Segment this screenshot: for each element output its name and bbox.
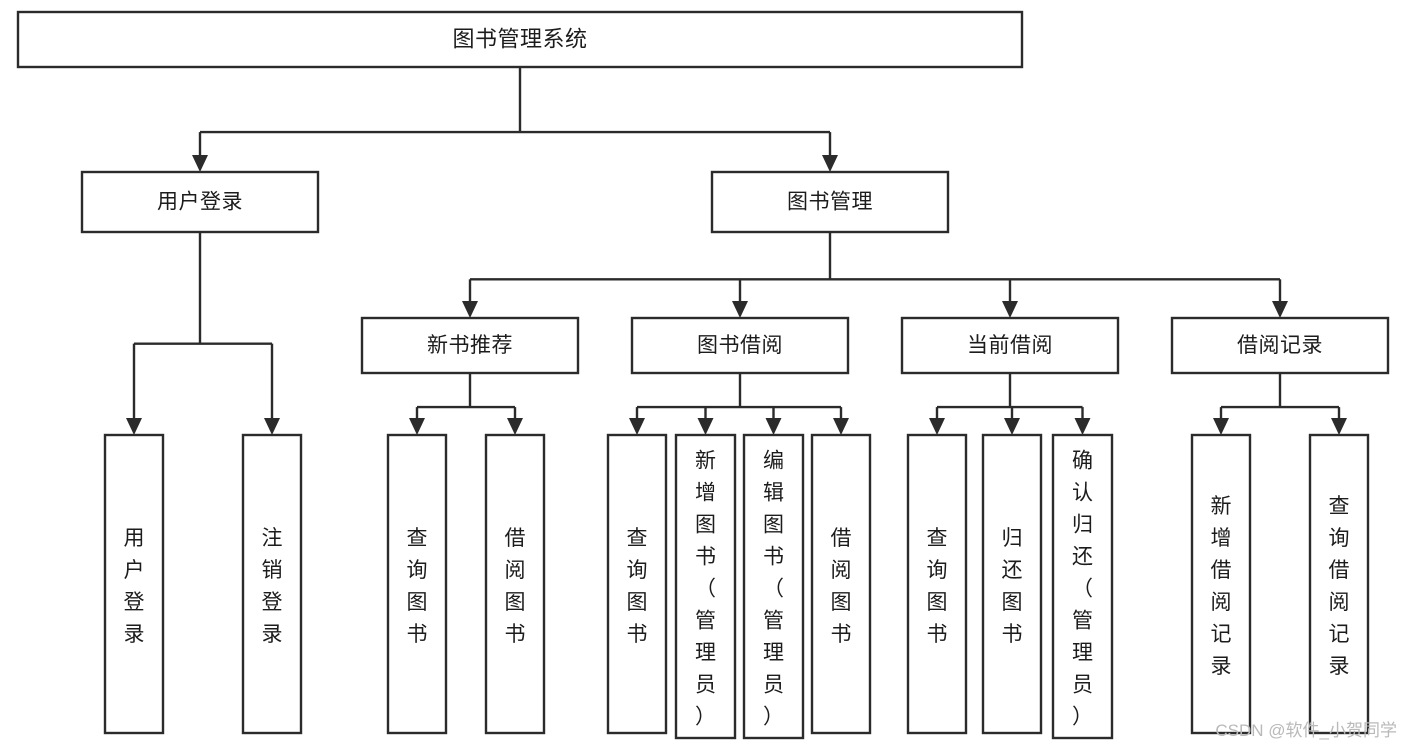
node-box-leaf-confirm-return: [1051, 433, 1114, 740]
node-new-book-rec[interactable]: 新书推荐: [360, 316, 580, 375]
node-box-leaf-query-book-1: [386, 433, 448, 735]
node-leaf-query-book-3[interactable]: 查询图书: [906, 433, 968, 735]
node-leaf-logout[interactable]: 注销登录: [241, 433, 303, 735]
edge-from-user-login: [126, 232, 280, 435]
node-box-leaf-edit-book: [742, 433, 805, 740]
node-box-new-book-rec: [360, 316, 580, 375]
node-label-leaf-user-login: 用户登录: [124, 527, 145, 646]
node-label-user-login: 用户登录: [157, 191, 243, 214]
edge-from-current-borrow: [929, 373, 1091, 435]
edge-from-book-borrow: [629, 373, 849, 435]
node-label-borrow-record: 借阅记录: [1237, 334, 1323, 357]
node-box-leaf-query-book-2: [606, 433, 668, 735]
arrow-head-icon: [822, 155, 838, 172]
node-leaf-query-record[interactable]: 查询借阅记录: [1308, 433, 1370, 735]
edge-from-root: [192, 67, 838, 172]
arrow-head-icon: [1213, 418, 1229, 435]
node-box-leaf-borrow-book-1: [484, 433, 546, 735]
node-book-borrow[interactable]: 图书借阅: [630, 316, 850, 375]
node-book-manage[interactable]: 图书管理: [710, 170, 950, 234]
arrow-head-icon: [732, 301, 748, 318]
arrow-head-icon: [462, 301, 478, 318]
node-box-leaf-borrow-book-2: [810, 433, 872, 735]
edge-from-borrow-record: [1213, 373, 1347, 435]
arrow-head-icon: [192, 155, 208, 172]
node-label-leaf-borrow-book-1: 借阅图书: [505, 527, 526, 646]
node-box-leaf-return-book: [981, 433, 1043, 735]
arrow-head-icon: [833, 418, 849, 435]
node-box-leaf-add-book: [674, 433, 737, 740]
node-label-leaf-query-record: 查询借阅记录: [1329, 495, 1350, 678]
node-label-book-borrow: 图书借阅: [697, 334, 783, 357]
node-box-leaf-query-book-3: [906, 433, 968, 735]
node-box-borrow-record: [1170, 316, 1390, 375]
node-label-root: 图书管理系统: [452, 26, 587, 51]
node-box-current-borrow: [900, 316, 1120, 375]
arrow-head-icon: [1002, 301, 1018, 318]
arrow-head-icon: [507, 418, 523, 435]
node-box-leaf-logout: [241, 433, 303, 735]
node-leaf-query-book-1[interactable]: 查询图书: [386, 433, 448, 735]
arrow-head-icon: [1074, 418, 1091, 435]
node-label-leaf-borrow-book-2: 借阅图书: [831, 527, 852, 646]
node-label-leaf-logout: 注销登录: [262, 527, 283, 646]
node-root[interactable]: 图书管理系统: [16, 10, 1024, 69]
arrow-head-icon: [1272, 301, 1288, 318]
node-leaf-edit-book[interactable]: 编辑图书（管理员）: [742, 433, 805, 740]
node-label-leaf-return-book: 归还图书: [1002, 527, 1023, 646]
node-box-leaf-add-record: [1190, 433, 1252, 735]
node-label-leaf-add-book: 新增图书（管理员）: [695, 449, 716, 728]
node-layer: 图书管理系统用户登录图书管理新书推荐图书借阅当前借阅借阅记录用户登录注销登录查询…: [16, 10, 1390, 740]
node-box-leaf-query-record: [1308, 433, 1370, 735]
node-current-borrow[interactable]: 当前借阅: [900, 316, 1120, 375]
node-box-book-borrow: [630, 316, 850, 375]
node-leaf-user-login[interactable]: 用户登录: [103, 433, 165, 735]
arrow-head-icon: [765, 418, 782, 435]
node-box-user-login: [80, 170, 320, 234]
node-leaf-query-book-2[interactable]: 查询图书: [606, 433, 668, 735]
node-borrow-record[interactable]: 借阅记录: [1170, 316, 1390, 375]
arrow-head-icon: [1004, 418, 1020, 435]
node-label-current-borrow: 当前借阅: [967, 334, 1053, 357]
edge-layer: [126, 67, 1347, 435]
node-box-leaf-user-login: [103, 433, 165, 735]
arrow-head-icon: [929, 418, 945, 435]
csdn-watermark: CSDN @软件_小贺同学: [1215, 721, 1397, 740]
node-leaf-add-record[interactable]: 新增借阅记录: [1190, 433, 1252, 735]
node-leaf-borrow-book-2[interactable]: 借阅图书: [810, 433, 872, 735]
node-label-leaf-query-book-2: 查询图书: [627, 527, 648, 646]
arrow-head-icon: [1331, 418, 1347, 435]
node-label-book-manage: 图书管理: [787, 191, 873, 214]
node-label-leaf-add-record: 新增借阅记录: [1211, 495, 1232, 678]
edge-from-new-book-rec: [409, 373, 523, 435]
arrow-head-icon: [697, 418, 714, 435]
node-leaf-add-book[interactable]: 新增图书（管理员）: [674, 433, 737, 740]
node-leaf-borrow-book-1[interactable]: 借阅图书: [484, 433, 546, 735]
node-label-leaf-edit-book: 编辑图书（管理员）: [763, 449, 784, 728]
arrow-head-icon: [629, 418, 645, 435]
node-label-leaf-query-book-3: 查询图书: [927, 527, 948, 646]
arrow-head-icon: [126, 418, 142, 435]
node-box-book-manage: [710, 170, 950, 234]
arrow-head-icon: [264, 418, 280, 435]
node-leaf-return-book[interactable]: 归还图书: [981, 433, 1043, 735]
arrow-head-icon: [409, 418, 425, 435]
node-box-root: [16, 10, 1024, 69]
node-leaf-confirm-return[interactable]: 确认归还（管理员）: [1051, 433, 1114, 740]
node-user-login[interactable]: 用户登录: [80, 170, 320, 234]
node-label-new-book-rec: 新书推荐: [427, 334, 513, 357]
edge-from-book-manage: [462, 232, 1288, 318]
node-label-leaf-query-book-1: 查询图书: [407, 527, 428, 646]
node-label-leaf-confirm-return: 确认归还（管理员）: [1072, 449, 1093, 728]
